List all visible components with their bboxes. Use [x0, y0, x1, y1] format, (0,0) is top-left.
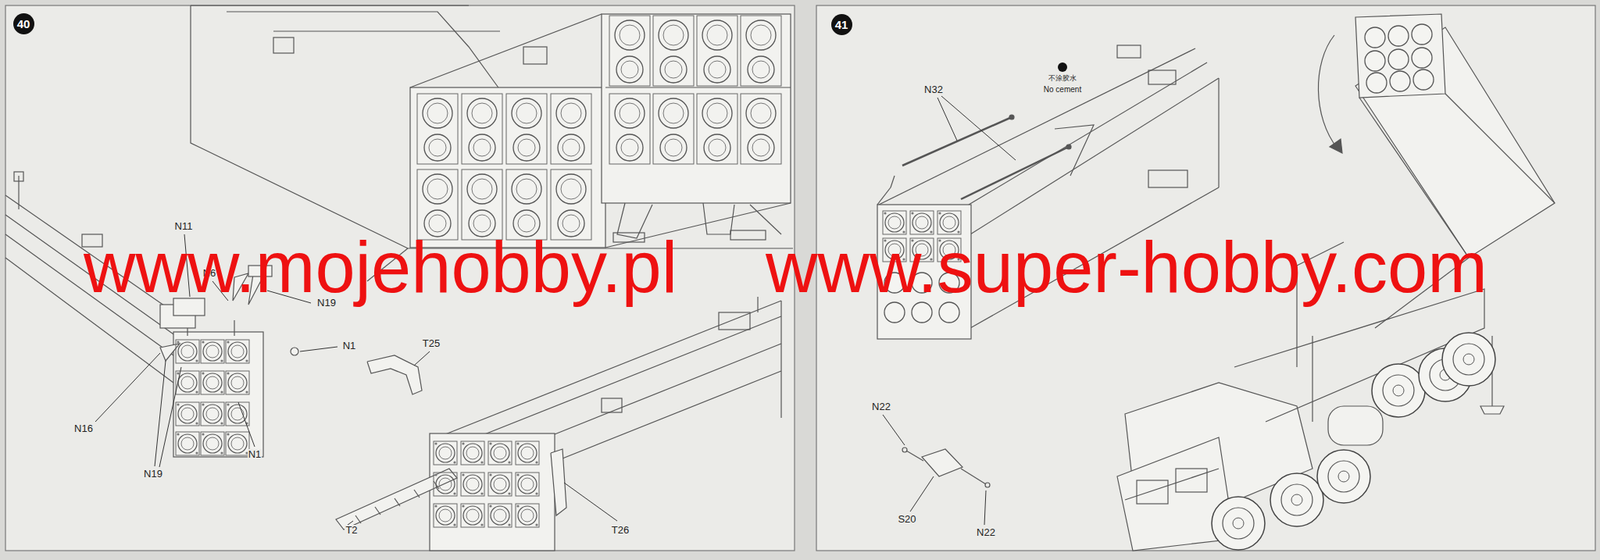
part-number: T26: [610, 525, 630, 536]
truck-wheels: [1211, 332, 1496, 550]
leader-line: [95, 96, 1016, 525]
part-number: T25: [421, 338, 441, 350]
step-number-text: 40: [17, 17, 31, 30]
step-number: 41: [831, 14, 853, 36]
no-cement-icon: [1057, 62, 1068, 72]
part-number: T2: [344, 525, 358, 536]
circle-grid: [417, 15, 782, 240]
watermark: www.super-hobby.com: [765, 228, 1488, 308]
part-number: N22: [975, 527, 997, 539]
step-number-text: 41: [835, 18, 849, 31]
watermark: www.mojehobby.pl: [83, 228, 678, 308]
note-text: No cement: [1042, 85, 1083, 94]
circle-grid: [175, 339, 540, 528]
part-number: N32: [923, 84, 944, 96]
note-text: 不涂胶水: [1047, 75, 1078, 83]
part-number: N16: [73, 423, 94, 435]
part-number: N19: [142, 468, 164, 480]
part-number: N1: [247, 449, 263, 461]
part-number: N1: [342, 340, 358, 352]
step-number: 40: [13, 13, 35, 35]
part-number: S20: [896, 514, 917, 525]
step-panel: [5, 5, 795, 551]
launcher-drawing: [5, 171, 782, 551]
part-number: N22: [871, 401, 892, 413]
